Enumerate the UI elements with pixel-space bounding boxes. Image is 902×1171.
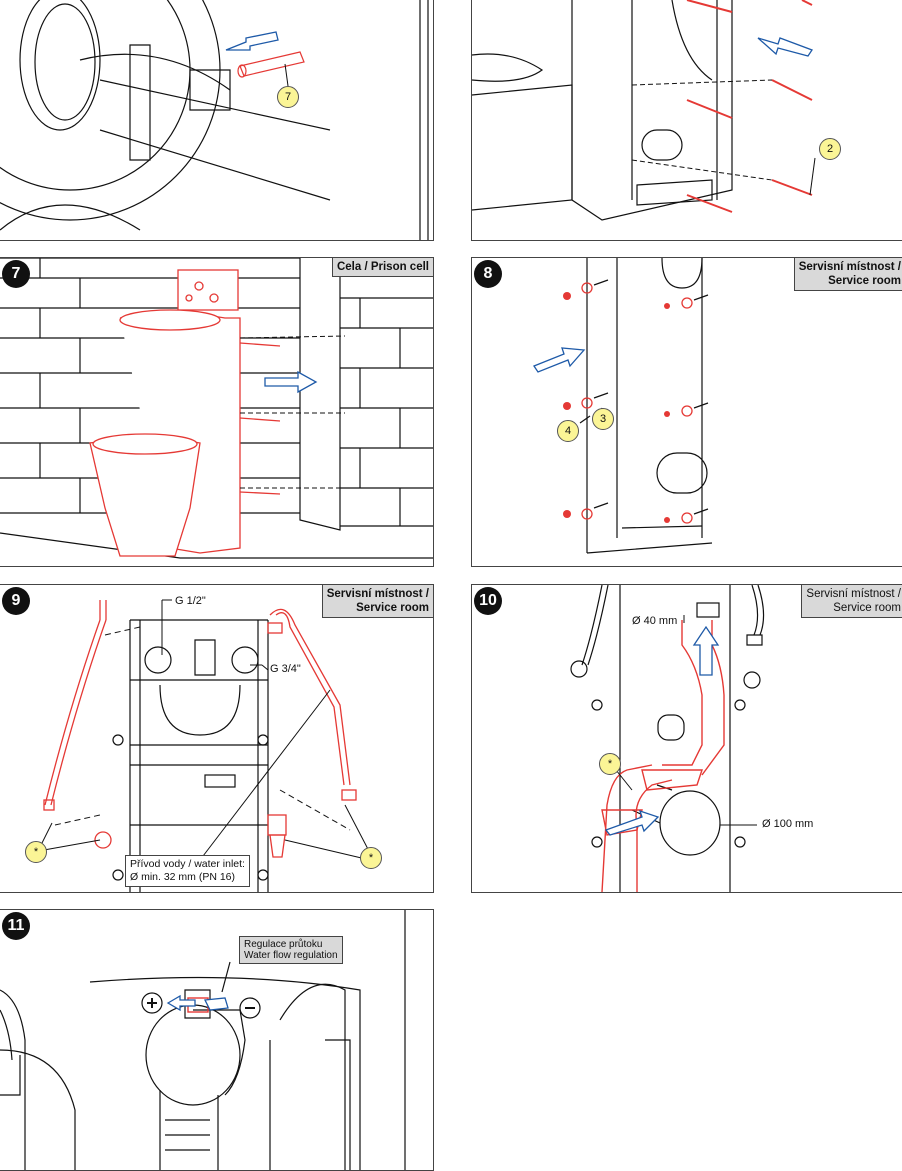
callout-4: 4 <box>557 420 579 442</box>
location-line-1: Servisní místnost / <box>326 588 429 600</box>
step-number: 9 <box>2 587 30 615</box>
callout-star-right: * <box>360 847 382 869</box>
panel-step-7: 7 Cela / Prison cell <box>0 257 434 567</box>
inlet-line-2: Ø min. 32 mm (PN 16) <box>130 871 236 883</box>
panel-step-10: 10 Servisní místnost / Service room Ø 40… <box>471 584 902 893</box>
panel-step-5: 2 <box>471 0 902 241</box>
step-number: 8 <box>474 260 502 288</box>
reg-line-1: Regulace průtoku <box>244 939 323 950</box>
callout-7: 7 <box>277 86 299 108</box>
water-inlet-note: Přívod vody / water inlet: Ø min. 32 mm … <box>125 855 250 887</box>
pipe-detail-drawing <box>0 0 429 240</box>
diameter-40-label: Ø 40 mm <box>632 615 678 627</box>
inlet-line-1: Přívod vody / water inlet: <box>130 858 245 870</box>
panel-step-6: 7 <box>0 0 434 241</box>
panel-step-8: 8 Servisní místnost / Service room 4 3 <box>471 257 902 567</box>
panel-step-11: 11 Regulace průtoku Water flow regulatio… <box>0 909 434 1171</box>
reg-line-2: Water flow regulation <box>244 950 338 961</box>
flow-regulation-drawing <box>0 910 406 1170</box>
step-number: 11 <box>2 912 30 940</box>
thread-g12-label: G 1/2" <box>175 595 206 607</box>
diameter-100-label: Ø 100 mm <box>762 818 814 830</box>
step-number: 7 <box>2 260 30 288</box>
thread-g34-label: G 3/4" <box>270 663 301 675</box>
panel-step-9: 9 Servisní místnost / Service room G 1/2… <box>0 584 434 893</box>
location-line-1: Servisní místnost / <box>798 261 901 273</box>
wall-frame-drawing <box>472 0 816 221</box>
callout-3: 3 <box>592 408 614 430</box>
location-label: Cela / Prison cell <box>331 258 433 277</box>
location-line-2: Service room <box>828 275 901 287</box>
flow-regulation-note: Regulace průtoku Water flow regulation <box>239 936 343 964</box>
location-line-2: Service room <box>833 602 901 614</box>
callout-2: 2 <box>819 138 841 160</box>
callout-star-left: * <box>25 841 47 863</box>
prison-cell-wall-drawing <box>0 258 433 559</box>
location-line-1: Servisní místnost / <box>806 588 901 600</box>
water-connection-drawing <box>39 599 371 892</box>
step-number: 10 <box>474 587 502 615</box>
location-label: Servisní místnost / Service room <box>801 585 902 618</box>
callout-star: * <box>599 753 621 775</box>
location-label: Servisní místnost / Service room <box>793 258 902 291</box>
location-label: Servisní místnost / Service room <box>321 585 433 618</box>
drain-connection-drawing <box>570 585 765 892</box>
location-line-2: Service room <box>356 602 429 614</box>
service-room-frame-drawing <box>533 258 713 554</box>
